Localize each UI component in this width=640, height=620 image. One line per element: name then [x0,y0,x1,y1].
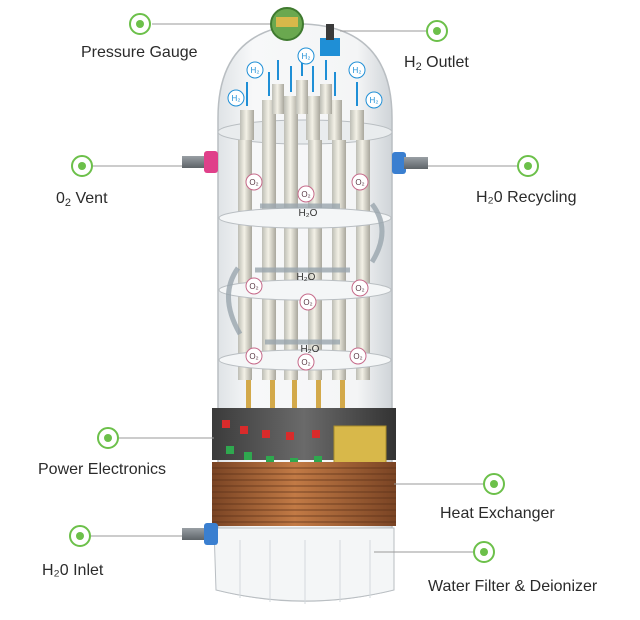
filter-ribs [239,540,371,604]
o2-bubble-label: O₂ [301,190,310,199]
inlet-port [204,523,218,545]
label-h2-outlet: H2 Outlet [404,54,469,73]
callout-dot-h2o-inlet [69,525,91,547]
label-h2o-recycling: H₂0 Recycling [476,189,577,206]
callout-dot-power-electronics [97,427,119,449]
recycling-pipe [404,157,428,169]
callout-dot-pressure-gauge [129,13,151,35]
electrode-rods-top [240,80,364,140]
callout-dot-h2-outlet [426,20,448,42]
callout-dot-heat-exchanger [483,473,505,495]
o2-bubble-label: O₂ [249,352,258,361]
o2-vent-port [204,151,218,173]
h2-bubble-label: H₂ [370,96,379,105]
h2-outlet-nozzle [326,24,334,40]
h2-outlet-port [320,38,340,56]
callout-dot-o2-vent [71,155,93,177]
label-pressure-gauge: Pressure Gauge [81,44,198,61]
recycling-port [392,152,406,174]
o2-bubble-label: O₂ [355,178,364,187]
callout-dots [69,13,539,563]
label-o2-vent: 02 Vent [56,190,108,209]
h2o-flow-label: H₂O [299,208,318,219]
dome-rim [217,119,393,145]
h2o-flow-label: H₂O [301,344,320,355]
electrode-rods-middle [238,140,370,380]
label-heat-exchanger: Heat Exchanger [440,505,555,522]
gauge-face [276,17,298,27]
o2-bubble-label: O₂ [353,352,362,361]
o2-bubble-label: O₂ [303,298,312,307]
lower-electrode-leads [246,380,345,420]
label-power-electronics: Power Electronics [38,461,167,478]
water-filter-section [213,527,395,602]
label-water-filter: Water Filter & Deionizer [428,578,598,595]
o2-vent-pipe [182,156,206,168]
h2-bubble-label: H₂ [302,52,311,61]
callout-leaders [90,23,520,553]
callout-dot-h2o-recycling [517,155,539,177]
coil-windings [212,467,396,523]
heat-exchanger-coil [212,462,396,526]
callout-dot-water-filter [473,541,495,563]
o2-bubble-label: O₂ [301,358,310,367]
water-circulation-arrows [226,202,385,345]
h2-bubbles [227,47,383,109]
h2o-flow-label: H₂O [297,272,316,283]
inlet-pipe [182,528,206,540]
o2-bubble-label: O₂ [355,284,364,293]
o2-bubbles [245,173,369,371]
h2-bubble-label: H₂ [353,66,362,75]
h2-flow-arrows [246,56,358,106]
label-h2o-inlet: H₂0 Inlet [42,562,104,579]
h2-bubble-label: H₂ [251,66,260,75]
o2-bubble-label: O₂ [249,282,258,291]
o2-bubble-label: O₂ [249,178,258,187]
h2-bubble-label: H₂ [232,94,241,103]
